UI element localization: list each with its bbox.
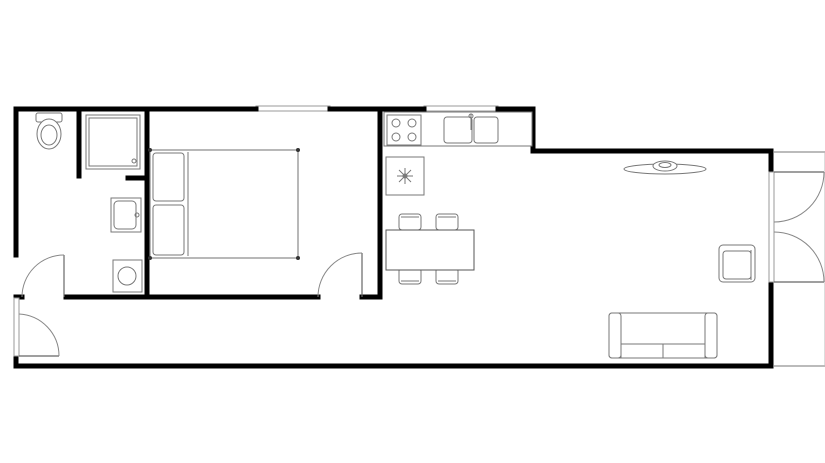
pillow — [152, 152, 185, 202]
armchair — [718, 244, 756, 283]
bathroom-sink — [110, 197, 142, 233]
sofa — [608, 312, 718, 359]
kitchen-window — [423, 105, 499, 112]
patio-door — [768, 151, 825, 367]
bedroom-window — [255, 105, 331, 112]
bathroom-door — [21, 254, 65, 298]
dining-table — [385, 229, 475, 271]
dining-chair — [435, 213, 459, 231]
dining-set — [385, 213, 475, 285]
entrance-door — [13, 297, 60, 357]
dining-chair — [435, 267, 459, 285]
washing-machine — [112, 259, 143, 293]
fridge — [385, 156, 425, 196]
walls — [13, 106, 774, 369]
pillow — [152, 204, 185, 256]
toilet — [35, 112, 63, 150]
dining-chair — [398, 213, 422, 231]
kitchen-sink — [443, 113, 499, 144]
ceiling-lamp — [623, 160, 707, 175]
wall-top-right — [495, 106, 774, 154]
doors — [13, 151, 825, 367]
cooktop — [386, 114, 422, 146]
double-bed — [148, 148, 300, 260]
bedroom-door — [317, 252, 363, 298]
shower-tray — [85, 114, 141, 170]
